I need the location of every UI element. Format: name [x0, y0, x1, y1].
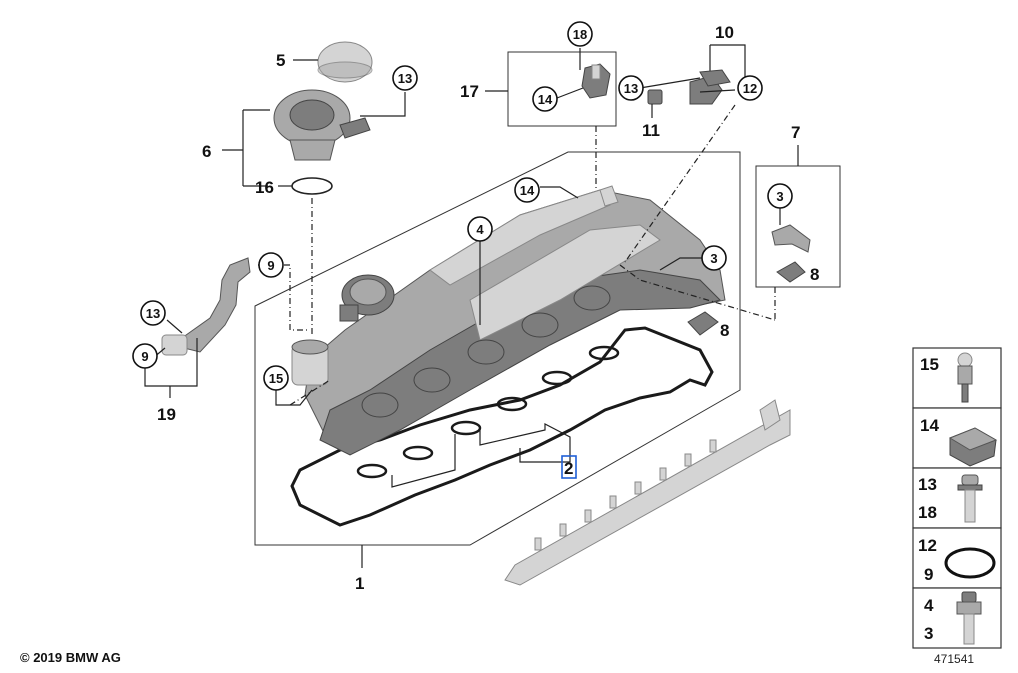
svg-text:18: 18 [573, 27, 587, 42]
holder-7 [771, 224, 811, 283]
circle-callout-18: 18 [567, 21, 593, 47]
callout-11: 11 [642, 121, 660, 140]
svg-text:9: 9 [141, 349, 148, 364]
circle-callout-14-top: 14 [532, 86, 558, 112]
rail-component [504, 399, 791, 586]
callout-19: 19 [157, 405, 176, 424]
holder-8-lower [687, 311, 719, 336]
seal-14-icon [948, 427, 998, 467]
callout-5: 5 [276, 51, 285, 70]
highlight-box-2 [561, 455, 577, 479]
legend-3: 3 [924, 624, 933, 643]
cylinder-head-cover [304, 185, 726, 456]
svg-text:15: 15 [269, 371, 283, 386]
circle-callout-3-box: 3 [767, 183, 793, 209]
sensor-kit-box-17 [507, 51, 617, 127]
circle-callout-15: 15 [263, 365, 289, 391]
circle-callout-4: 4 [467, 216, 493, 242]
circle-callout-9-upper: 9 [258, 252, 284, 278]
circle-callout-12: 12 [737, 75, 763, 101]
gasket-11 [647, 89, 663, 105]
svg-text:14: 14 [538, 92, 553, 107]
callout-10: 10 [715, 23, 734, 42]
callout-8-upper: 8 [810, 265, 819, 284]
filler-neck-adapter [273, 89, 371, 161]
gasket-seal-rings [356, 345, 620, 479]
legend-15: 15 [920, 355, 939, 374]
callout-2: 2 [564, 459, 573, 478]
assembly-frame-1 [254, 151, 741, 546]
o-ring-12-icon [944, 547, 996, 579]
circle-callout-9-lower: 9 [132, 343, 158, 369]
legend-14: 14 [920, 416, 939, 435]
callout-17: 17 [460, 82, 479, 101]
legend-12: 12 [918, 536, 937, 555]
callout-7: 7 [791, 123, 800, 142]
svg-text:3: 3 [776, 189, 783, 204]
circle-callout-3-cover: 3 [701, 245, 727, 271]
legend-panel: 15 14 13 18 12 9 4 3 [912, 347, 1002, 649]
vent-port [291, 339, 329, 386]
oil-filler-neck [339, 274, 395, 322]
screw-13-icon [957, 474, 983, 523]
svg-text:13: 13 [398, 71, 412, 86]
callout-8-lower: 8 [720, 321, 729, 340]
camshaft-bearing-bosses [361, 285, 611, 418]
callout-16: 16 [255, 178, 274, 197]
circle-callout-13-sensor: 13 [618, 75, 644, 101]
circle-callout-13-cap: 13 [392, 65, 418, 91]
legend-13: 13 [918, 475, 937, 494]
svg-text:12: 12 [743, 81, 757, 96]
circle-callout-14-cover: 14 [514, 177, 540, 203]
callout-6: 6 [202, 142, 211, 161]
svg-text:4: 4 [476, 222, 484, 237]
stud-15-icon [957, 352, 973, 403]
svg-text:13: 13 [146, 306, 160, 321]
svg-text:9: 9 [267, 258, 274, 273]
sensor-10 [689, 69, 731, 105]
circle-callout-13-hose: 13 [140, 300, 166, 326]
legend-4: 4 [924, 596, 934, 615]
legend-9: 9 [924, 565, 933, 584]
copyright-text: © 2019 BMW AG [20, 650, 121, 665]
bolt-4-icon [956, 591, 982, 645]
o-ring-16 [291, 177, 333, 195]
sensor-17 [581, 63, 611, 99]
svg-text:14: 14 [520, 183, 535, 198]
svg-text:13: 13 [624, 81, 638, 96]
ventilation-hose [161, 257, 251, 356]
oil-filler-cap [317, 41, 373, 83]
cylinder-head-cover-gasket [290, 326, 714, 527]
drawing-number: 471541 [934, 652, 975, 666]
callout-1: 1 [355, 574, 364, 593]
legend-18: 18 [918, 503, 937, 522]
svg-text:3: 3 [710, 251, 717, 266]
